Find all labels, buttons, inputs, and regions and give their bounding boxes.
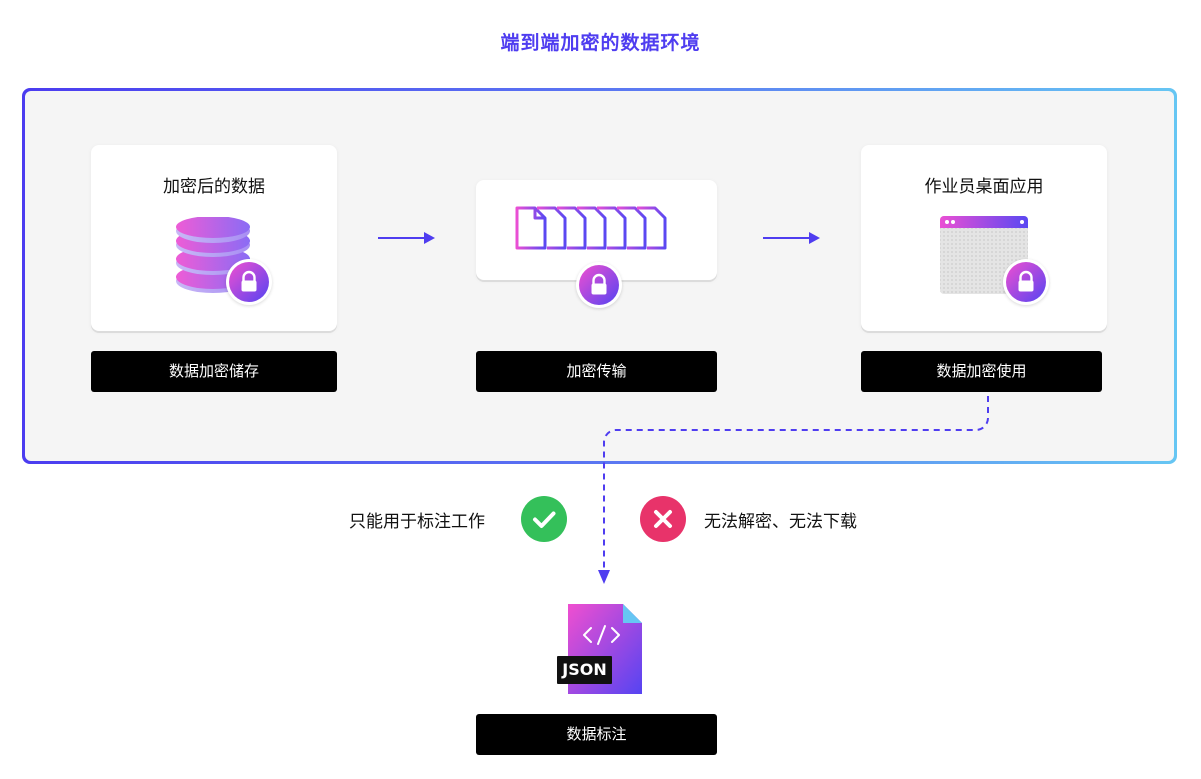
allowed-text: 只能用于标注工作 bbox=[349, 512, 485, 532]
lock-icon bbox=[1003, 259, 1049, 305]
lock-icon bbox=[226, 259, 272, 305]
dashed-flow-connector bbox=[598, 396, 989, 584]
annotation-label: 数据标注 bbox=[476, 714, 717, 755]
cross-icon bbox=[640, 496, 686, 542]
denied-text: 无法解密、无法下载 bbox=[704, 512, 857, 532]
documents-icon bbox=[515, 206, 667, 250]
stage-storage-title: 加密后的数据 bbox=[163, 177, 265, 197]
stage-storage-card: 加密后的数据 bbox=[91, 145, 337, 331]
stage-transfer-label: 加密传输 bbox=[476, 351, 717, 392]
lock-icon bbox=[576, 262, 622, 308]
check-icon bbox=[521, 496, 567, 542]
stage-storage-label: 数据加密储存 bbox=[91, 351, 337, 392]
stage-usage-title: 作业员桌面应用 bbox=[924, 177, 1044, 197]
diagram-title: 端到端加密的数据环境 bbox=[500, 32, 701, 54]
stage-transfer-card bbox=[476, 180, 717, 308]
arrow-right-icon bbox=[378, 232, 435, 244]
arrow-right-icon bbox=[763, 232, 820, 244]
json-file-tag: JSON bbox=[557, 656, 612, 684]
stage-usage-card: 作业员桌面应用 bbox=[861, 145, 1107, 331]
stage-usage-label: 数据加密使用 bbox=[861, 351, 1102, 392]
